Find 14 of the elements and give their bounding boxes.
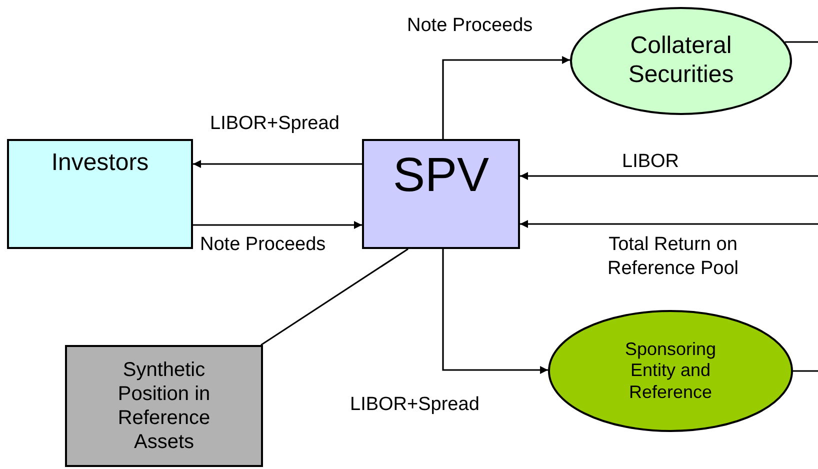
arrow <box>442 56 570 139</box>
process-box: Synthetic Position in Reference Assets <box>65 345 263 467</box>
process-box: Investors <box>7 139 193 249</box>
process-box: SPV <box>362 139 520 249</box>
arrow <box>520 220 818 228</box>
arrow <box>442 249 548 374</box>
arrow <box>193 160 362 168</box>
ellipse-node: Sponsoring Entity and Reference <box>548 310 793 432</box>
arrow <box>193 221 362 229</box>
connector-line <box>793 370 818 372</box>
arrow <box>520 172 818 180</box>
connector-line <box>260 248 408 346</box>
connector-line <box>784 41 818 43</box>
ellipse-node: Collateral Securities <box>570 7 792 115</box>
